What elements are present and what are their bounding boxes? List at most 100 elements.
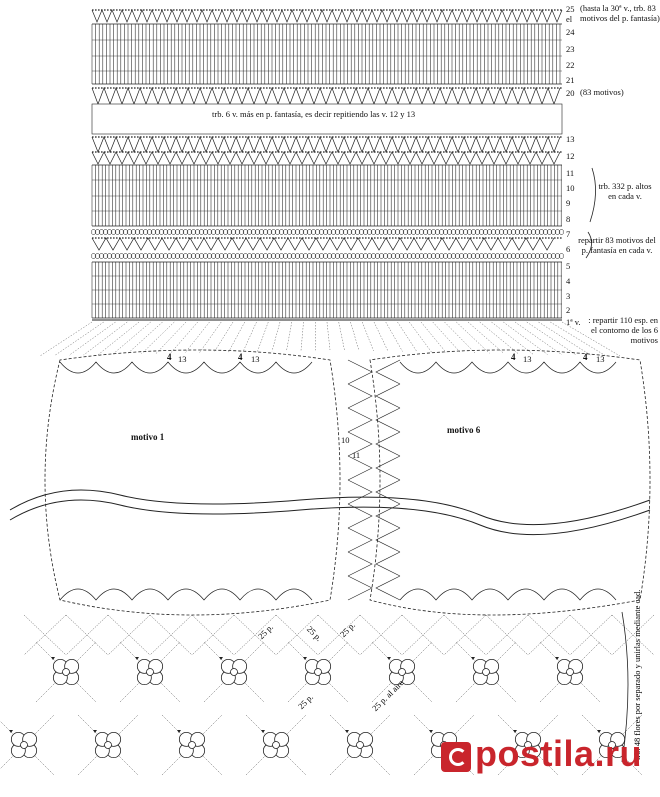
- label-13-b: 13: [251, 354, 260, 364]
- flower-center: [314, 668, 322, 676]
- flower-motif: [135, 657, 164, 686]
- motivo-1-bottom-scallops: [59, 588, 313, 601]
- label-10: 10: [341, 435, 350, 445]
- bracket-rows-5-7: [585, 231, 592, 259]
- rows-1-4-separators: [92, 275, 562, 305]
- flower-center: [272, 741, 280, 749]
- start-marker-icon: [429, 730, 433, 733]
- note-rows8-11: trb. 332 p. altos en cada v.: [598, 181, 652, 201]
- start-marker-icon: [597, 730, 601, 733]
- label-13-c: 13: [523, 354, 532, 364]
- flower-center: [608, 741, 616, 749]
- flower-motif: [513, 730, 542, 759]
- postila-logo-icon: [440, 742, 471, 772]
- flower-center: [398, 668, 406, 676]
- start-marker-icon: [9, 730, 13, 733]
- flower-center: [230, 668, 238, 676]
- motivo-6-bottom-scallops: [399, 588, 617, 601]
- break-line-bottom: [9, 499, 651, 536]
- flower-center: [62, 668, 70, 676]
- start-marker-icon: [345, 730, 349, 733]
- row-number-7: 7: [566, 229, 571, 239]
- label-4-c: 4: [511, 352, 516, 362]
- start-marker-icon: [93, 730, 97, 733]
- note-row25: (hasta la 30ª v., trb. 83 motivos del p.…: [580, 3, 660, 23]
- row-number-3: 3: [566, 291, 571, 301]
- flower-center: [356, 741, 364, 749]
- flower-motif: [387, 657, 416, 686]
- row-13-zigzag: [91, 136, 561, 153]
- row-number-1: 1ª v.: [566, 317, 581, 327]
- row-7-chain: [91, 229, 564, 235]
- rows-8-11-stitches-edges: [92, 164, 562, 227]
- flower-center: [482, 668, 490, 676]
- row-number-25: 25: [566, 4, 575, 14]
- flower-motif: [177, 730, 206, 759]
- row-number-4: 4: [566, 276, 571, 286]
- joining-column: [347, 359, 401, 601]
- start-marker-icon: [135, 657, 139, 660]
- bracket-flowers: [621, 611, 629, 763]
- flower-motif: [261, 730, 290, 759]
- note-repeat: trb. 6 v. más en p. fantasía, es decir r…: [212, 109, 416, 119]
- flower-motif: [555, 657, 584, 686]
- start-marker-icon: [51, 657, 55, 660]
- row-number-2: 2: [566, 305, 571, 315]
- note-rows5-7: repartir 83 motivos del p. fantasía en c…: [578, 235, 656, 255]
- label-motivo-1: motivo 1: [131, 432, 165, 442]
- rows-8-11-separators: [92, 179, 562, 212]
- row-5-chain: [91, 253, 564, 259]
- rows-8-11-stitches: [91, 165, 562, 226]
- label-motivo-6: motivo 6: [447, 425, 481, 435]
- row-25-zigzag: [91, 9, 563, 23]
- start-marker-icon: [555, 657, 559, 660]
- label-11: 11: [352, 450, 361, 460]
- row-number-24: 24: [566, 27, 575, 37]
- row-number-9: 9: [566, 198, 571, 208]
- row-number-6: 6: [566, 244, 571, 254]
- row-12-zigzag: [91, 151, 561, 165]
- label-13-a: 13: [178, 354, 187, 364]
- row-6-zigzag: [91, 237, 555, 251]
- row-number-23: 23: [566, 44, 575, 54]
- start-marker-icon: [303, 657, 307, 660]
- motivo-1-top-scallops: [59, 361, 313, 374]
- flower-center: [20, 741, 28, 749]
- chain-net: [0, 614, 655, 776]
- row-number-21: 21: [566, 75, 575, 85]
- row-20-zigzag: [91, 87, 561, 105]
- label-13-d: 13: [596, 354, 605, 364]
- row-1-fan-lines: [39, 321, 621, 357]
- row-number-13: 13: [566, 134, 575, 144]
- motivo-6-outline: [369, 349, 651, 616]
- watermark-text: postila.ru: [474, 733, 642, 774]
- start-marker-icon: [261, 730, 265, 733]
- flower-center: [146, 668, 154, 676]
- flower-motif: [51, 657, 80, 686]
- break-line-top: [9, 489, 651, 526]
- flower-motif: [303, 657, 332, 686]
- motivo-6-top-scallops: [399, 361, 617, 374]
- flower-center: [104, 741, 112, 749]
- row-number-22: 22: [566, 60, 575, 70]
- note-row1: : repartir 110 esp. en el contorno de lo…: [588, 315, 658, 345]
- rows-21-24-stitches-edges: [92, 23, 562, 85]
- bracket-rows-8-11: [589, 167, 596, 223]
- motivo-1-outline: [44, 349, 341, 616]
- repeat-box: [91, 103, 563, 135]
- rows-1-4-stitches-edges: [92, 261, 562, 319]
- watermark: postila.ru: [440, 733, 642, 775]
- label-4-b: 4: [238, 352, 243, 362]
- row-number-12: 12: [566, 151, 575, 161]
- flower-center: [524, 741, 532, 749]
- flower-center: [188, 741, 196, 749]
- rows-21-24-stitches: [91, 24, 561, 84]
- row-number-8: 8: [566, 214, 571, 224]
- start-marker-icon: [177, 730, 181, 733]
- row-number-10: 10: [566, 183, 575, 193]
- flower-motif: [471, 657, 500, 686]
- flower-motif: [345, 730, 374, 759]
- flower-motif: [93, 730, 122, 759]
- flower-motif: [9, 730, 38, 759]
- flower-center: [566, 668, 574, 676]
